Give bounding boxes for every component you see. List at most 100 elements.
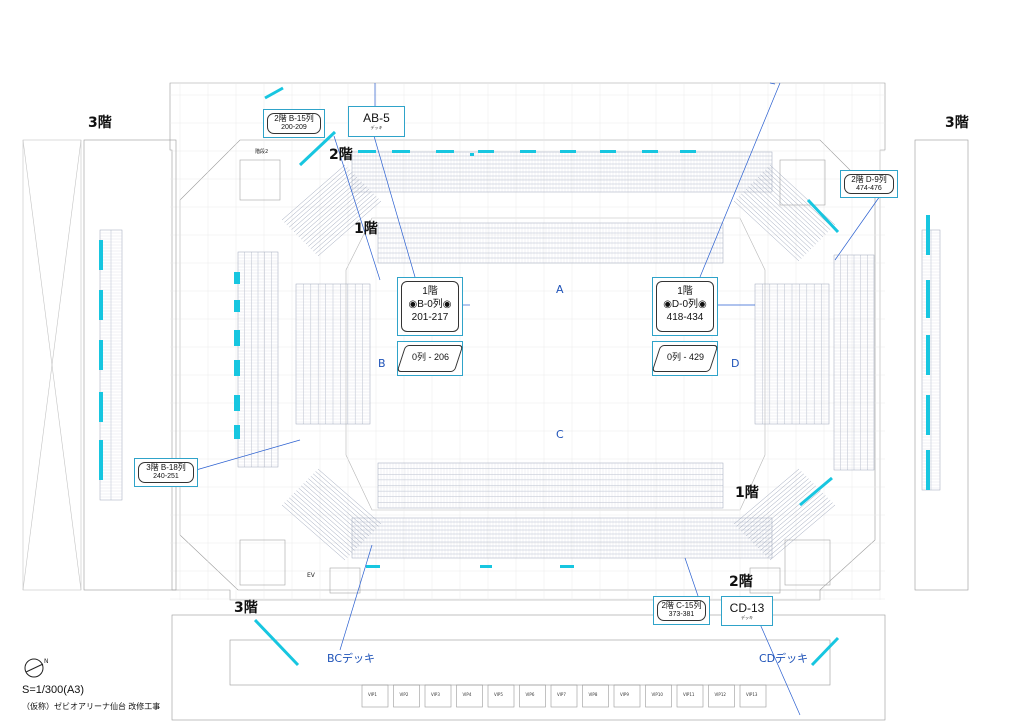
corner-sw-row	[317, 468, 382, 525]
leader-line	[699, 82, 781, 278]
vip-label: VIP6	[525, 692, 535, 697]
highlight-seat-block	[926, 280, 930, 318]
corner-sw-row	[301, 485, 365, 541]
highlight-strip-se	[799, 476, 833, 507]
corner-se-row	[743, 478, 809, 534]
highlight-seat-block	[234, 300, 240, 312]
floor-label-1f-bottom: 1階	[735, 485, 759, 501]
highlight-strip-3f-bottom-left	[253, 618, 300, 667]
highlight-seat-block	[926, 215, 930, 255]
vip-box	[550, 684, 578, 708]
highlight-seat-block	[926, 450, 930, 490]
corner-ne-row	[738, 196, 804, 257]
vip-label: VIP4	[462, 692, 472, 697]
vip-label: VIP8	[588, 692, 598, 697]
highlight-seat-block	[358, 150, 376, 153]
corner-nw-row	[291, 174, 355, 230]
corner-se-row	[769, 504, 836, 561]
seats-d-floor	[754, 283, 830, 425]
callout-3f-b18-row: 3階 B-18列	[146, 463, 186, 472]
callout-ab5-sub: デッキ	[370, 125, 383, 130]
highlight-seat-block	[560, 565, 574, 568]
corner-sw-row	[291, 495, 355, 551]
vip-box	[676, 684, 704, 708]
callout-cd13-label: CD-13	[729, 601, 765, 615]
corner-nw-row	[284, 167, 348, 223]
vip-label: VIP3	[431, 692, 440, 697]
callout-d-row0: 0列 - 429	[651, 341, 719, 376]
floor-label-3f-bottom: 3階	[234, 600, 258, 616]
highlight-strip-top	[264, 86, 284, 100]
highlight-seat-block	[99, 290, 103, 320]
diag	[22, 139, 82, 591]
leader-line	[684, 557, 699, 597]
stair-label: 階段2	[255, 149, 269, 155]
service-room	[784, 539, 831, 586]
callout-1f-b0: 1階◉B-0列◉201-217	[397, 277, 463, 336]
callout-d-row0-text: 0列 - 429	[666, 352, 705, 362]
corner-sw-row	[286, 500, 350, 556]
leader-line	[195, 439, 301, 471]
scale-label: S=1/300(A3)	[22, 684, 85, 696]
project-title: （仮称）ゼビオアリーナ仙台 改修工事	[22, 702, 161, 711]
highlight-seat-block	[366, 565, 380, 568]
corner-se-row	[765, 500, 831, 556]
callout-3f-b18-seats: 240-251	[153, 473, 179, 480]
corner-se-row	[738, 473, 804, 529]
vip-label: VIP2	[399, 692, 409, 697]
floor-label-2f-top: 2階	[329, 147, 353, 163]
corner-ne-row	[760, 174, 826, 235]
corner-sw-row	[303, 483, 367, 539]
corner-ne-row	[769, 164, 836, 226]
highlight-seat-block	[234, 360, 240, 376]
vip-box	[393, 684, 420, 708]
callout-ab5-label: AB-5	[363, 111, 390, 125]
callout-1f-b0-seats: 201-217	[411, 312, 449, 323]
corner-nw-row	[298, 181, 362, 237]
highlight-strip-3f-bottom-right	[810, 636, 840, 667]
north-arrow-icon: N	[24, 658, 49, 678]
vip-label: VIP7	[557, 692, 566, 697]
corner-se-row	[741, 476, 807, 532]
highlight-seat-block	[99, 340, 103, 370]
highlight-seat-block	[600, 150, 616, 153]
vip-box	[519, 684, 546, 708]
callout-2f-d9-row: 2階 D-9列	[851, 175, 887, 184]
seats-d-raised	[833, 254, 875, 471]
corner-ne-row	[736, 198, 802, 259]
corner-se	[733, 468, 836, 561]
callout-b-row0-text: 0列 - 206	[411, 352, 450, 362]
callout-1f-d0-row: ◉D-0列◉	[663, 299, 707, 310]
callout-leader-lines	[195, 82, 881, 716]
north-letter: N	[44, 658, 49, 665]
corner-nw-row	[301, 184, 365, 240]
callout-1f-b0-row: ◉B-0列◉	[408, 299, 452, 310]
deck-label-cd: CDデッキ	[759, 652, 809, 665]
corner-ne	[733, 164, 836, 262]
leader-line	[769, 82, 776, 85]
highlight-seat-block	[926, 395, 930, 435]
corner-nw-row	[281, 164, 346, 221]
highlight-seat-block	[680, 150, 696, 153]
service-room	[749, 567, 781, 594]
elevator-label: EV	[307, 572, 315, 579]
seats-c-upper	[351, 517, 773, 559]
corner-ne-row	[743, 191, 809, 252]
corner-nw	[281, 164, 382, 257]
corner-sw-row	[284, 502, 348, 558]
floor-label-3f-left: 3階	[88, 115, 112, 131]
wing-3f-left-outer	[22, 139, 82, 591]
callout-2f-d9-seats: 474-476	[856, 185, 882, 192]
highlight-seat-block	[560, 150, 576, 153]
corner-nw-row	[310, 193, 374, 249]
vip-label: VIP11	[683, 692, 695, 697]
callout-2f-c15-row: 2階 C-15列	[661, 601, 702, 610]
service-room	[239, 539, 286, 586]
highlight-seat-block	[234, 272, 240, 284]
vip-box	[487, 684, 515, 708]
corner-se-row	[748, 483, 814, 539]
service-room	[779, 159, 826, 206]
floor-label-2f-bottom: 2階	[729, 574, 753, 590]
corner-ne-row	[765, 169, 831, 230]
